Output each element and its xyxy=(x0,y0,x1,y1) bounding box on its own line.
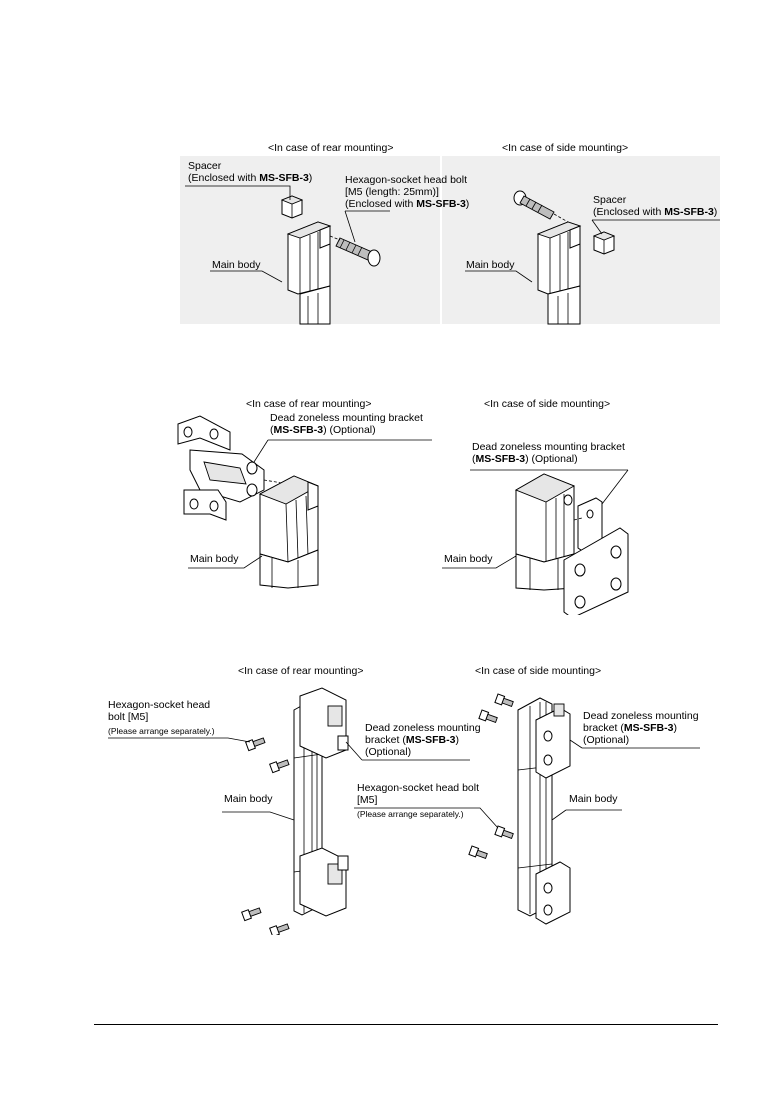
fig3-rear-bracket-bottom xyxy=(299,847,349,917)
fig2-rear-bracket-label-1: Dead zoneless mounting bracket xyxy=(270,412,423,424)
fig2-rear-title: <In case of rear mounting> xyxy=(246,398,372,410)
fig2-side-bracket-label-1: Dead zoneless mounting bracket xyxy=(472,441,625,453)
fig1-rear-title: <In case of rear mounting> xyxy=(268,142,394,154)
fig1-drawing xyxy=(180,156,720,325)
fig1-rear-spacer-label: Spacer xyxy=(188,160,222,172)
fig3-rear-bracket-label-2: bracket (MS-SFB-3) xyxy=(365,734,459,746)
fig2-side-bracket xyxy=(563,497,629,615)
fig3-side-bracket-bottom xyxy=(535,861,571,925)
fig3-rear-bracket-top xyxy=(299,687,349,759)
fig3-rear-bracket-label-1: Dead zoneless mounting xyxy=(365,722,481,734)
fig1-rear-main-body-label: Main body xyxy=(212,259,261,271)
fig2-side-title: <In case of side mounting> xyxy=(484,398,611,410)
fig3-rear-main-body-label: Main body xyxy=(224,793,273,805)
fig3-side-bracket-optional: (Optional) xyxy=(583,734,630,746)
fig2-side-main-body xyxy=(514,473,576,591)
fig1-rear-bolt-label-1: Hexagon-socket head bolt xyxy=(345,174,467,186)
fig3-side-bolts xyxy=(468,693,514,859)
fig3-rear-title: <In case of rear mounting> xyxy=(238,665,364,677)
fig1-rear-main-body xyxy=(286,221,332,325)
fig1-side-main-body xyxy=(536,221,582,325)
fig3-rear-bolt-label-2: bolt [M5] xyxy=(108,711,149,723)
fig3-side-bracket-label-1: Dead zoneless mounting xyxy=(583,710,699,722)
fig3-rear-bolt-label-1: Hexagon-socket head xyxy=(108,699,211,711)
fig2-side-bracket-label-2: (MS-SFB-3) (Optional) xyxy=(472,453,578,465)
fig1-side-spacer-label: Spacer xyxy=(593,194,627,206)
fig1-rear-bolt-enclosed: (Enclosed with MS-SFB-3) xyxy=(345,198,470,210)
fig2-rear-bracket-label-2: (MS-SFB-3) (Optional) xyxy=(270,424,376,436)
fig3-side-main-body-label: Main body xyxy=(569,793,618,805)
fig2-rear-main-body-label: Main body xyxy=(190,553,239,565)
fig2-rear-main-body xyxy=(258,475,320,589)
fig3-side-bolt-arrange: (Please arrange separately.) xyxy=(357,809,464,819)
fig3-side-bracket-label-2: bracket (MS-SFB-3) xyxy=(583,722,677,734)
fig2-side-main-body-label: Main body xyxy=(444,553,493,565)
fig1-rear-spacer xyxy=(280,195,304,219)
fig3-drawing xyxy=(108,687,700,935)
fig2-drawing xyxy=(177,415,629,615)
fig3-rear-bracket-optional: (Optional) xyxy=(365,746,412,758)
fig1-rear-bolt xyxy=(329,235,381,267)
fig1-side-title: <In case of side mounting> xyxy=(502,142,629,154)
fig3-side-bolt-label-1: Hexagon-socket head bolt xyxy=(357,782,479,794)
footer-rule xyxy=(94,1024,718,1025)
fig1-rear-spacer-enclosed: (Enclosed with MS-SFB-3) xyxy=(188,172,313,184)
fig3-rear-bolts xyxy=(241,737,290,935)
fig1-side-bolt xyxy=(513,190,569,223)
fig3-rear-bolt-arrange: (Please arrange separately.) xyxy=(108,726,215,736)
fig3-side-bracket-top xyxy=(535,703,571,779)
fig3-side-bolt-label-2: [M5] xyxy=(357,794,378,806)
fig1-side-main-body-label: Main body xyxy=(466,259,515,271)
fig1-rear-bolt-label-2: [M5 (length: 25mm)] xyxy=(345,186,439,198)
fig2-rear-bracket xyxy=(177,415,289,521)
fig1-side-spacer-enclosed: (Enclosed with MS-SFB-3) xyxy=(593,206,718,218)
fig3-side-title: <In case of side mounting> xyxy=(475,665,602,677)
fig1-side-spacer xyxy=(592,231,616,255)
